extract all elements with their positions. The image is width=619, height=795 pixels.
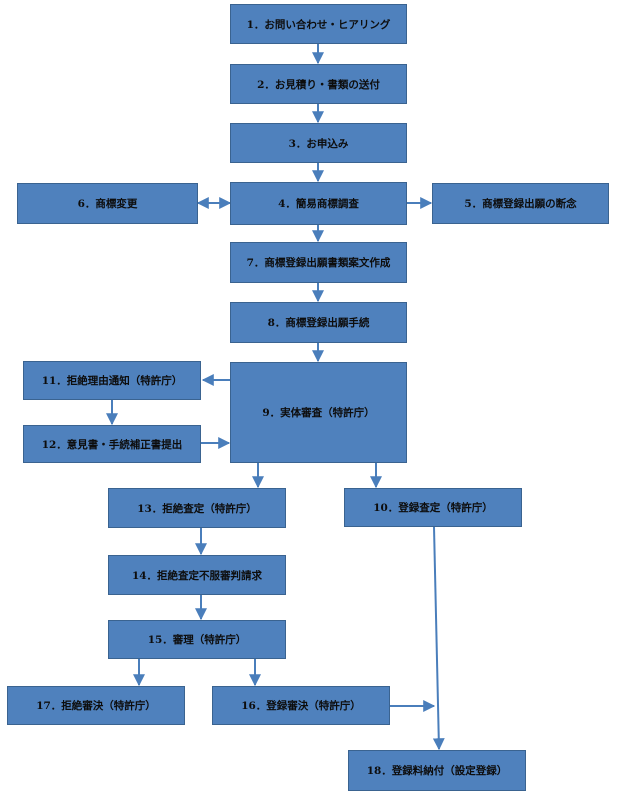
step-14-appeal-request-box: 14．拒絶査定不服審判請求	[108, 555, 286, 595]
step-15-trial-box: 15．審理（特許庁）	[108, 620, 286, 659]
step-2-estimate-box: 2．お見積り・書類の送付	[230, 64, 407, 104]
step-2-label: 2．お見積り・書類の送付	[257, 78, 380, 91]
step-7-label: 7．商標登録出願書類案文作成	[246, 257, 391, 269]
step-4-label: 4．簡易商標調査	[278, 198, 359, 210]
step-1-label: 1．お問い合わせ・ヒアリング	[246, 18, 391, 31]
step-3-application-box: 3．お申込み	[230, 123, 407, 163]
step-10-label: 10．登録査定（特許庁）	[373, 502, 493, 514]
step-1-inquiry-box: 1．お問い合わせ・ヒアリング	[230, 4, 407, 44]
step-11-rejection-notice-box: 11．拒絶理由通知（特許庁）	[23, 361, 201, 400]
step-13-label: 13．拒絶査定（特許庁）	[137, 502, 257, 515]
step-17-label: 17．拒絶審決（特許庁）	[36, 700, 156, 712]
step-4-simple-search-box: 4．簡易商標調査	[230, 182, 407, 225]
step-5-label: 5．商標登録出願の断念	[464, 198, 577, 210]
step-9-substantive-exam-box: 9．実体審査（特許庁）	[230, 362, 407, 463]
step-10-registration-decision-box: 10．登録査定（特許庁）	[344, 488, 522, 527]
step-17-rejection-trial-decision-box: 17．拒絶審決（特許庁）	[7, 686, 185, 725]
step-16-label: 16．登録審決（特許庁）	[241, 700, 361, 712]
step-12-label: 12．意見書・手続補正書提出	[41, 438, 183, 451]
step-5-abandon-box: 5．商標登録出願の断念	[432, 183, 609, 224]
step-9-label: 9．実体審査（特許庁）	[262, 407, 375, 419]
step-7-draft-box: 7．商標登録出願書類案文作成	[230, 242, 407, 283]
step-6-mark-change-box: 6．商標変更	[17, 183, 198, 224]
step-13-rejection-decision-box: 13．拒絶査定（特許庁）	[108, 488, 286, 528]
step-3-label: 3．お申込み	[288, 137, 349, 150]
step-18-registration-fee-box: 18．登録料納付（設定登録）	[348, 750, 526, 791]
step-18-label: 18．登録料納付（設定登録）	[366, 765, 508, 777]
step-16-registration-trial-decision-box: 16．登録審決（特許庁）	[212, 686, 390, 725]
step-8-label: 8．商標登録出願手続	[267, 317, 370, 329]
step-11-label: 11．拒絶理由通知（特許庁）	[41, 375, 183, 387]
step-6-label: 6．商標変更	[77, 198, 138, 210]
arrow-10-to-18	[432, 526, 445, 751]
step-15-label: 15．審理（特許庁）	[147, 634, 247, 646]
step-12-opinion-submission-box: 12．意見書・手続補正書提出	[23, 425, 201, 463]
step-8-filing-box: 8．商標登録出願手続	[230, 302, 407, 343]
step-14-label: 14．拒絶査定不服審判請求	[131, 569, 263, 582]
